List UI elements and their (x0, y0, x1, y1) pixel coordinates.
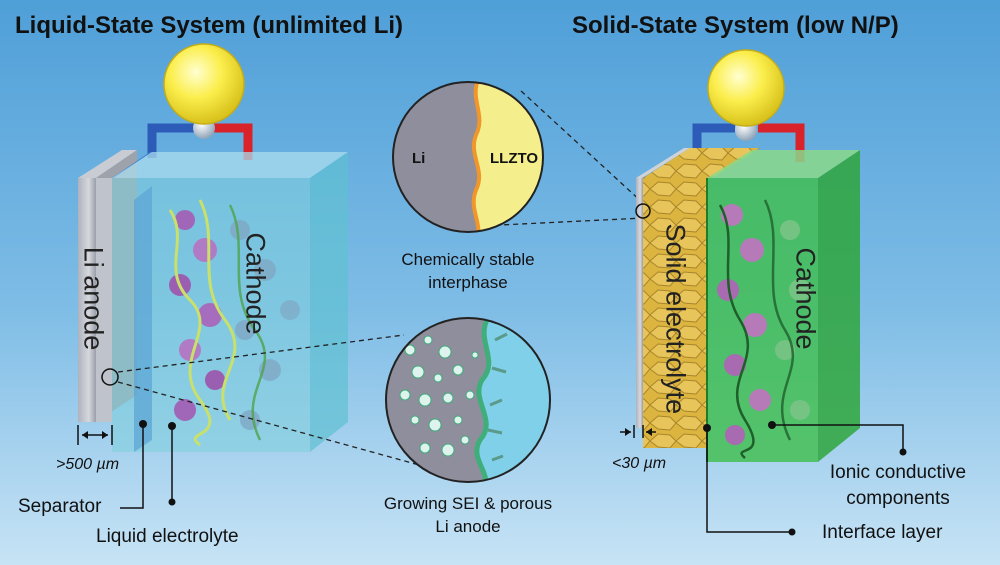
zoom-circle-sei (385, 317, 551, 483)
sei-caption-1: Growing SEI & porous (383, 494, 553, 513)
cathode-particles (168, 199, 300, 447)
thickness-right: <30 µm (612, 455, 667, 472)
cathode-particles (717, 199, 811, 459)
ionic-label-1: Ionic conductive (829, 462, 967, 483)
li-anode-label: Li anode (78, 246, 109, 351)
negative-wire (147, 123, 195, 158)
light-bulb-icon (163, 43, 245, 125)
interphase-caption-2: interphase (428, 273, 508, 292)
zoom-marker-right (635, 203, 651, 219)
interface-layer-label: Interface layer (822, 522, 943, 543)
separator-label: Separator (18, 496, 102, 517)
solid-cell (635, 49, 860, 462)
liquid-electrolyte-label: Liquid electrolyte (96, 526, 239, 547)
positive-wire (212, 123, 253, 160)
thickness-left: >500 µm (56, 456, 120, 473)
li-zoom-label: Li (412, 150, 426, 167)
ionic-label-2: components (846, 488, 950, 509)
callout-lines (77, 424, 904, 533)
solid-electrolyte-label: Solid electrolyte (660, 223, 691, 415)
zoom-lines (117, 89, 645, 469)
liquid-cell (78, 43, 348, 452)
thin-li-anode (636, 178, 643, 428)
interphase-line (471, 82, 482, 232)
cathode-label-left: Cathode (240, 232, 271, 335)
title-liquid: Liquid-State System (unlimited Li) (15, 12, 404, 39)
solid-electrolyte-slab (643, 178, 707, 448)
interphase-caption-1: Chemically stable (401, 250, 535, 269)
llzto-label: LLZTO (490, 150, 539, 167)
sei-caption-2: Li anode (435, 517, 501, 536)
liquid-electrolyte-dot (168, 422, 176, 430)
ionic-dot (768, 421, 776, 429)
title-solid: Solid-State System (low N/P) (572, 12, 899, 39)
separator-dot (139, 420, 147, 428)
light-bulb-icon (707, 49, 785, 127)
interface-dot (703, 424, 711, 432)
pores (399, 335, 479, 457)
sei-layer (474, 318, 492, 482)
li-anode-slab (78, 178, 96, 422)
zoom-marker-left (101, 368, 119, 386)
cathode-label-right: Cathode (790, 247, 821, 350)
